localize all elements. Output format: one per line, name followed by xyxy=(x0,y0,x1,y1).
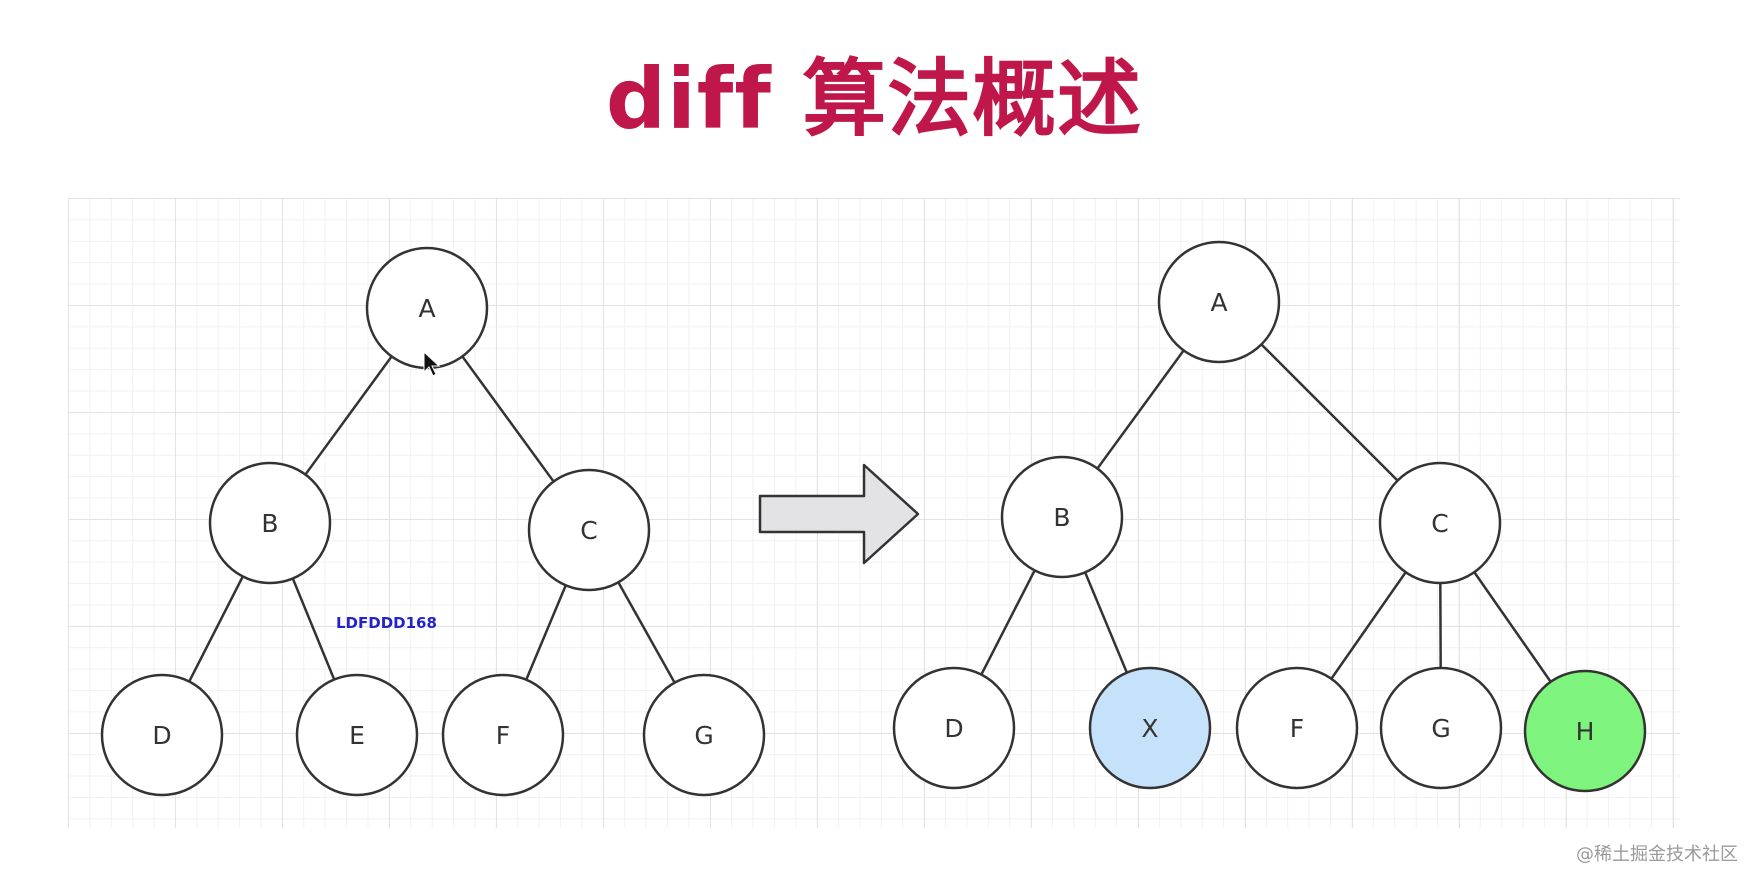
edge-old-A-B xyxy=(301,352,396,479)
node-circle xyxy=(892,666,1016,790)
node-new-C: C xyxy=(1378,461,1502,585)
node-old-A: A xyxy=(365,246,489,370)
page-title: diff 算法概述 xyxy=(605,50,1143,148)
node-new-F: F xyxy=(1235,666,1359,790)
edge-new-B-X xyxy=(1082,568,1130,677)
node-label: G xyxy=(694,721,713,750)
node-label: G xyxy=(1431,714,1450,743)
transform-arrow-icon xyxy=(758,463,920,565)
node-circle xyxy=(642,673,766,797)
node-label: F xyxy=(496,721,510,750)
node-old-C: C xyxy=(527,468,651,592)
edge-old-C-G xyxy=(615,578,678,687)
node-label: D xyxy=(152,721,171,750)
node-old-B: B xyxy=(208,461,332,585)
node-circle xyxy=(1157,240,1281,364)
node-label: H xyxy=(1576,717,1595,746)
edge-new-C-F xyxy=(1327,568,1410,683)
edge-old-A-C xyxy=(458,352,558,486)
node-circle xyxy=(527,468,651,592)
node-old-D: D xyxy=(100,673,224,797)
node-label: C xyxy=(580,516,597,545)
edge-old-B-D xyxy=(186,572,246,686)
node-label: F xyxy=(1290,714,1304,743)
node-circle xyxy=(1088,666,1212,790)
node-label: E xyxy=(349,721,365,750)
edge-new-A-C xyxy=(1257,340,1402,485)
node-new-H: H xyxy=(1523,669,1647,793)
footer-watermark: @稀土掘金技术社区 xyxy=(1576,844,1738,865)
node-label: D xyxy=(944,714,963,743)
node-old-E: E xyxy=(295,673,419,797)
node-label: A xyxy=(1210,288,1227,317)
node-circle xyxy=(1379,666,1503,790)
node-new-B: B xyxy=(1000,455,1124,579)
edge-new-C-H xyxy=(1470,568,1555,686)
node-new-X: X xyxy=(1088,666,1212,790)
node-circle xyxy=(208,461,332,585)
node-label: B xyxy=(1053,503,1070,532)
node-label: A xyxy=(418,294,435,323)
node-label: C xyxy=(1431,509,1448,538)
node-new-G: G xyxy=(1379,666,1503,790)
node-new-D: D xyxy=(892,666,1016,790)
node-circle xyxy=(1235,666,1359,790)
overlay-watermark-text: LDFDDD168 xyxy=(336,614,437,632)
node-old-F: F xyxy=(441,673,565,797)
node-circle xyxy=(441,673,565,797)
edge-new-A-B xyxy=(1093,346,1188,473)
edge-old-B-E xyxy=(290,574,337,684)
edge-new-B-D xyxy=(978,566,1038,679)
node-circle xyxy=(295,673,419,797)
mouse-cursor-icon xyxy=(423,350,441,377)
nodes-layer: A B C D E F G A B C D X F G H xyxy=(100,240,1647,797)
node-circle xyxy=(1523,669,1647,793)
edge-old-C-F xyxy=(523,581,569,684)
node-new-A: A xyxy=(1157,240,1281,364)
node-circle xyxy=(100,673,224,797)
node-circle xyxy=(1378,461,1502,585)
node-old-G: G xyxy=(642,673,766,797)
node-label: X xyxy=(1141,714,1158,743)
edges-layer xyxy=(186,340,1555,687)
node-circle xyxy=(1000,455,1124,579)
node-label: B xyxy=(261,509,278,538)
